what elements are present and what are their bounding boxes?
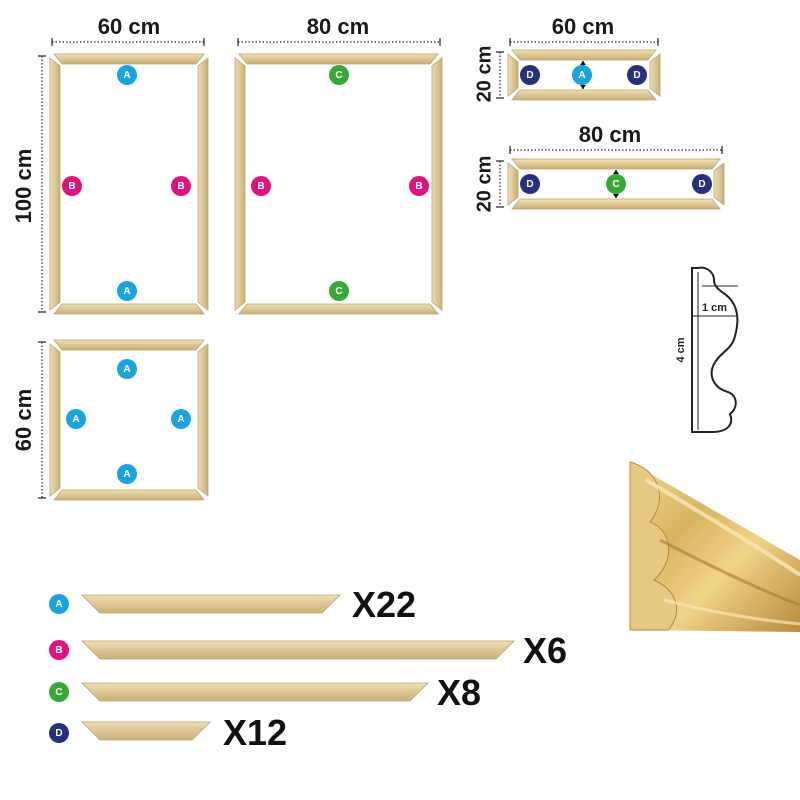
- frame-80x20-bottom-piece: [511, 198, 721, 210]
- frame-80x100-left-piece: [234, 57, 246, 311]
- frame-80x100: [234, 53, 443, 315]
- profile-outline: [691, 266, 739, 433]
- frame-60x60-left-piece: [49, 343, 61, 497]
- frame-60x100: [49, 53, 209, 315]
- frame5-height-label: 60 cm: [11, 388, 36, 452]
- frame-60x20-right-piece: [649, 53, 661, 97]
- frame2-width-label: 80 cm: [306, 14, 370, 39]
- badge-d: D: [520, 174, 540, 194]
- frame-60x60-top-piece: [53, 339, 205, 351]
- dimension-lines: [38, 38, 723, 499]
- parts-badge-b: B: [49, 640, 69, 660]
- frame-80x100-top-piece: [238, 53, 439, 65]
- frame-80x20-right-piece: [713, 162, 725, 206]
- frame-60x60: [49, 339, 209, 501]
- frames-group: [49, 49, 725, 501]
- frame3-width-label: 60 cm: [551, 14, 615, 39]
- profile-cross-section: [691, 266, 739, 433]
- badge-a: A: [171, 409, 191, 429]
- badge-a: A: [117, 65, 137, 85]
- frame-60x20-left-piece: [507, 53, 519, 97]
- badge-d: D: [627, 65, 647, 85]
- profile-width-label: 1 cm: [702, 302, 728, 314]
- parts-list-pieces: [81, 594, 515, 741]
- profile-height-label: 4 cm: [675, 337, 687, 363]
- badge-a: A: [117, 464, 137, 484]
- piece-d: [81, 721, 211, 741]
- frame4-width-label: 80 cm: [578, 122, 642, 147]
- badge-b: B: [409, 176, 429, 196]
- badge-c: C: [606, 174, 626, 194]
- badge-b: B: [62, 176, 82, 196]
- frame-60x100-top-piece: [53, 53, 205, 65]
- parts-badge-c: C: [49, 682, 69, 702]
- frame-60x20: [507, 49, 661, 101]
- parts-badge-a: A: [49, 594, 69, 614]
- badge-d: D: [520, 65, 540, 85]
- frame-60x20-top-piece: [511, 49, 657, 61]
- frame-80x100-right-piece: [431, 57, 443, 311]
- badge-b: B: [171, 176, 191, 196]
- frame-60x100-right-piece: [197, 57, 209, 311]
- piece-a: [81, 594, 341, 614]
- parts-qty-d: X12: [223, 712, 288, 753]
- frame-80x100-bottom-piece: [238, 303, 439, 315]
- frame1-width-label: 60 cm: [97, 14, 161, 39]
- frame-80x20-left-piece: [507, 162, 519, 206]
- badge-d: D: [692, 174, 712, 194]
- frame-60x20-bottom-piece: [511, 89, 657, 101]
- badge-a: A: [572, 65, 592, 85]
- badge-a: A: [66, 409, 86, 429]
- moulding-photo: [629, 461, 800, 632]
- frame-60x60-right-piece: [197, 343, 209, 497]
- parts-qty-b: X6: [523, 630, 568, 671]
- frame4-height-label: 20 cm: [473, 155, 496, 213]
- badge-b: B: [251, 176, 271, 196]
- badge-a: A: [117, 281, 137, 301]
- parts-badge-d: D: [49, 723, 69, 743]
- frame-60x100-bottom-piece: [53, 303, 205, 315]
- badge-c: C: [329, 65, 349, 85]
- frame-80x20: [507, 158, 725, 210]
- frame-60x100-left-piece: [49, 57, 61, 311]
- frame1-height-label: 100 cm: [11, 148, 36, 224]
- badge-c: C: [329, 281, 349, 301]
- frame-80x20-top-piece: [511, 158, 721, 170]
- parts-qty-a: X22: [352, 584, 417, 625]
- frame3-height-label: 20 cm: [473, 45, 496, 103]
- piece-b: [81, 640, 515, 660]
- piece-c: [81, 682, 429, 702]
- parts-qty-c: X8: [437, 672, 482, 713]
- frame-60x60-bottom-piece: [53, 489, 205, 501]
- badge-a: A: [117, 359, 137, 379]
